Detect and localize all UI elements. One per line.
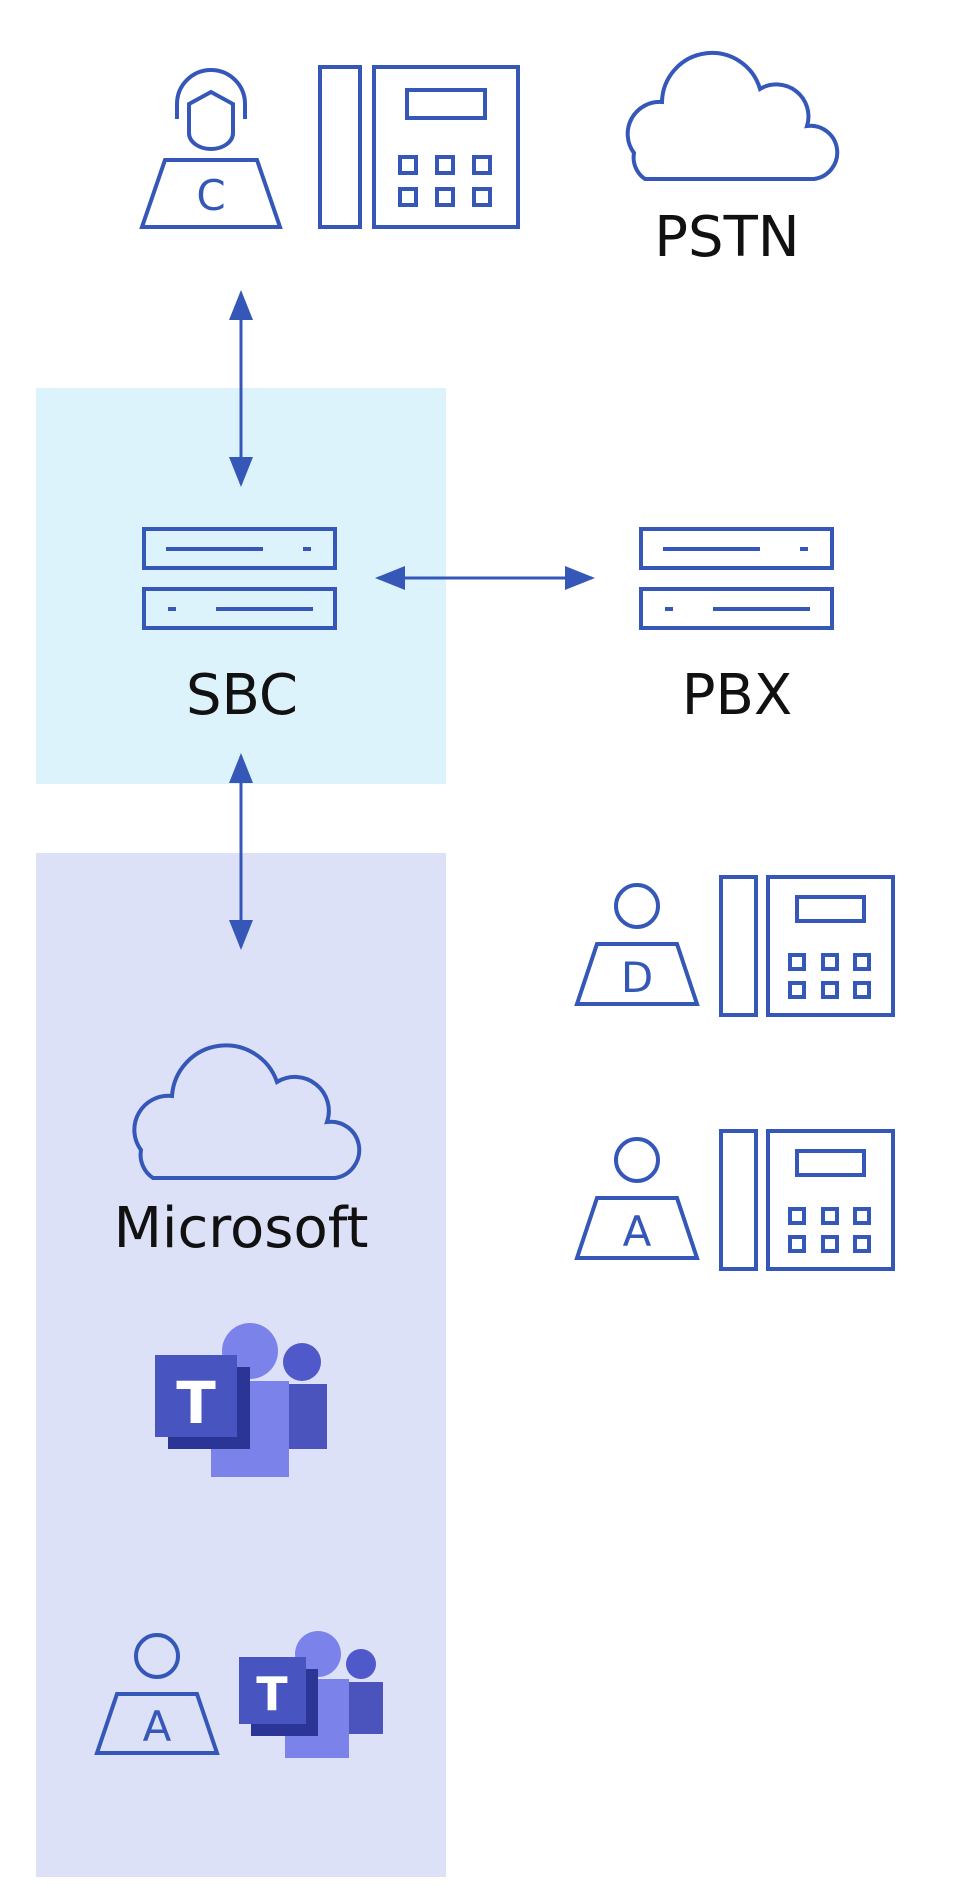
sbc-node: SBC xyxy=(142,527,337,728)
pstn-label: PSTN xyxy=(654,205,799,270)
user-a-with-phone: A xyxy=(574,1129,895,1271)
desk-phone-icon xyxy=(318,65,520,229)
user-a-with-teams: A T xyxy=(94,1631,383,1758)
user-d-with-phone: D xyxy=(574,875,895,1017)
pbx-server-icon xyxy=(639,527,834,630)
microsoft-label: Microsoft xyxy=(114,1196,369,1261)
user-a-icon: A xyxy=(574,1137,700,1260)
cloud-icon xyxy=(132,1043,362,1180)
teams-letter-small: T xyxy=(256,1667,288,1721)
cloud-icon xyxy=(625,51,840,181)
pstn-node: PSTN xyxy=(625,51,840,270)
user-c-with-phone: C xyxy=(139,65,520,229)
sbc-server-icon xyxy=(142,527,337,630)
teams-logo-icon: T xyxy=(239,1631,383,1758)
user-d-icon: D xyxy=(574,883,700,1006)
user-c-letter: C xyxy=(196,171,225,220)
teams-logo-icon: T xyxy=(155,1323,327,1477)
user-c-icon: C xyxy=(139,68,283,229)
user-a-icon: A xyxy=(94,1633,220,1755)
desk-phone-icon xyxy=(719,1129,895,1271)
pbx-label: PBX xyxy=(682,663,793,728)
teams-letter: T xyxy=(176,1369,216,1437)
desk-phone-icon xyxy=(719,875,895,1017)
microsoft-node: Microsoft xyxy=(114,1043,369,1261)
user-d-letter: D xyxy=(621,953,653,1002)
pbx-node: PBX xyxy=(639,527,834,728)
user-a-teams-letter: A xyxy=(143,1702,172,1751)
user-a-letter: A xyxy=(623,1207,652,1256)
sbc-label: SBC xyxy=(186,663,298,728)
